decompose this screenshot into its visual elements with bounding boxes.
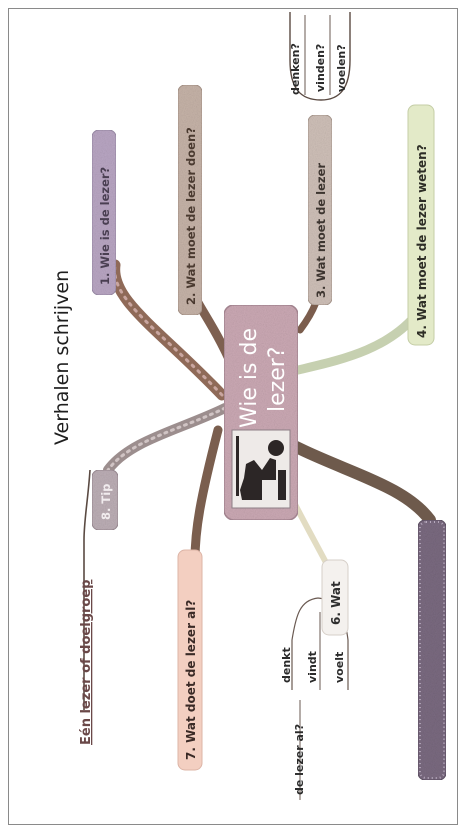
labels: Verhalen schrijven Eén lezer of doelgroe… bbox=[51, 43, 429, 795]
center-line-1: Wie is de bbox=[237, 328, 262, 428]
doelgroep-link[interactable]: Eén lezer of doelgroep bbox=[79, 580, 94, 745]
node-7-label: 7. Wat doet de lezer al? bbox=[184, 600, 198, 760]
page-frame bbox=[8, 8, 458, 825]
tip-connector bbox=[83, 469, 91, 541]
branch-line-8-speckle bbox=[106, 406, 227, 472]
branch-line-1 bbox=[109, 259, 228, 401]
node-3-label: 3. Wat moet de lezer bbox=[314, 163, 328, 298]
b6-sub-denkt: denkt bbox=[280, 647, 293, 683]
b6-sub-voelt: voelt bbox=[333, 652, 346, 683]
b3-sub-voelen: voelen? bbox=[335, 44, 348, 92]
node-8-label: 8. Tip bbox=[99, 484, 113, 520]
person-reading-icon bbox=[231, 429, 291, 509]
node-6-label: 6. Wat bbox=[329, 581, 343, 625]
node-1-box bbox=[91, 129, 117, 296]
node-4-box bbox=[407, 104, 435, 346]
branch-line-7 bbox=[190, 425, 223, 565]
node-6-box bbox=[321, 559, 349, 636]
b6-sub-vindt: vindt bbox=[306, 651, 319, 683]
branch-3-brace bbox=[289, 12, 351, 101]
b3-sub-denken: denken? bbox=[289, 43, 302, 95]
node-8-box bbox=[91, 469, 119, 531]
node-5-texture bbox=[419, 521, 445, 779]
b6-tail-label: de lezer al? bbox=[293, 724, 306, 795]
node-7-box bbox=[177, 549, 203, 771]
node-4-label: 4. Wat moet de lezer weten? bbox=[415, 144, 429, 338]
center-line-2: lezer? bbox=[265, 347, 290, 412]
node-5-box bbox=[417, 519, 447, 781]
branch-line-4 bbox=[293, 305, 425, 375]
b3-sub-vinden: vinden? bbox=[314, 44, 327, 92]
page-title: Verhalen schrijven bbox=[51, 270, 73, 445]
node-3-box bbox=[307, 114, 333, 306]
node-1-label: 1. Wie is de lezer? bbox=[98, 167, 112, 285]
node-2-box bbox=[177, 84, 203, 316]
node-2-label: 2. Wat moet de lezer doen? bbox=[184, 127, 198, 305]
